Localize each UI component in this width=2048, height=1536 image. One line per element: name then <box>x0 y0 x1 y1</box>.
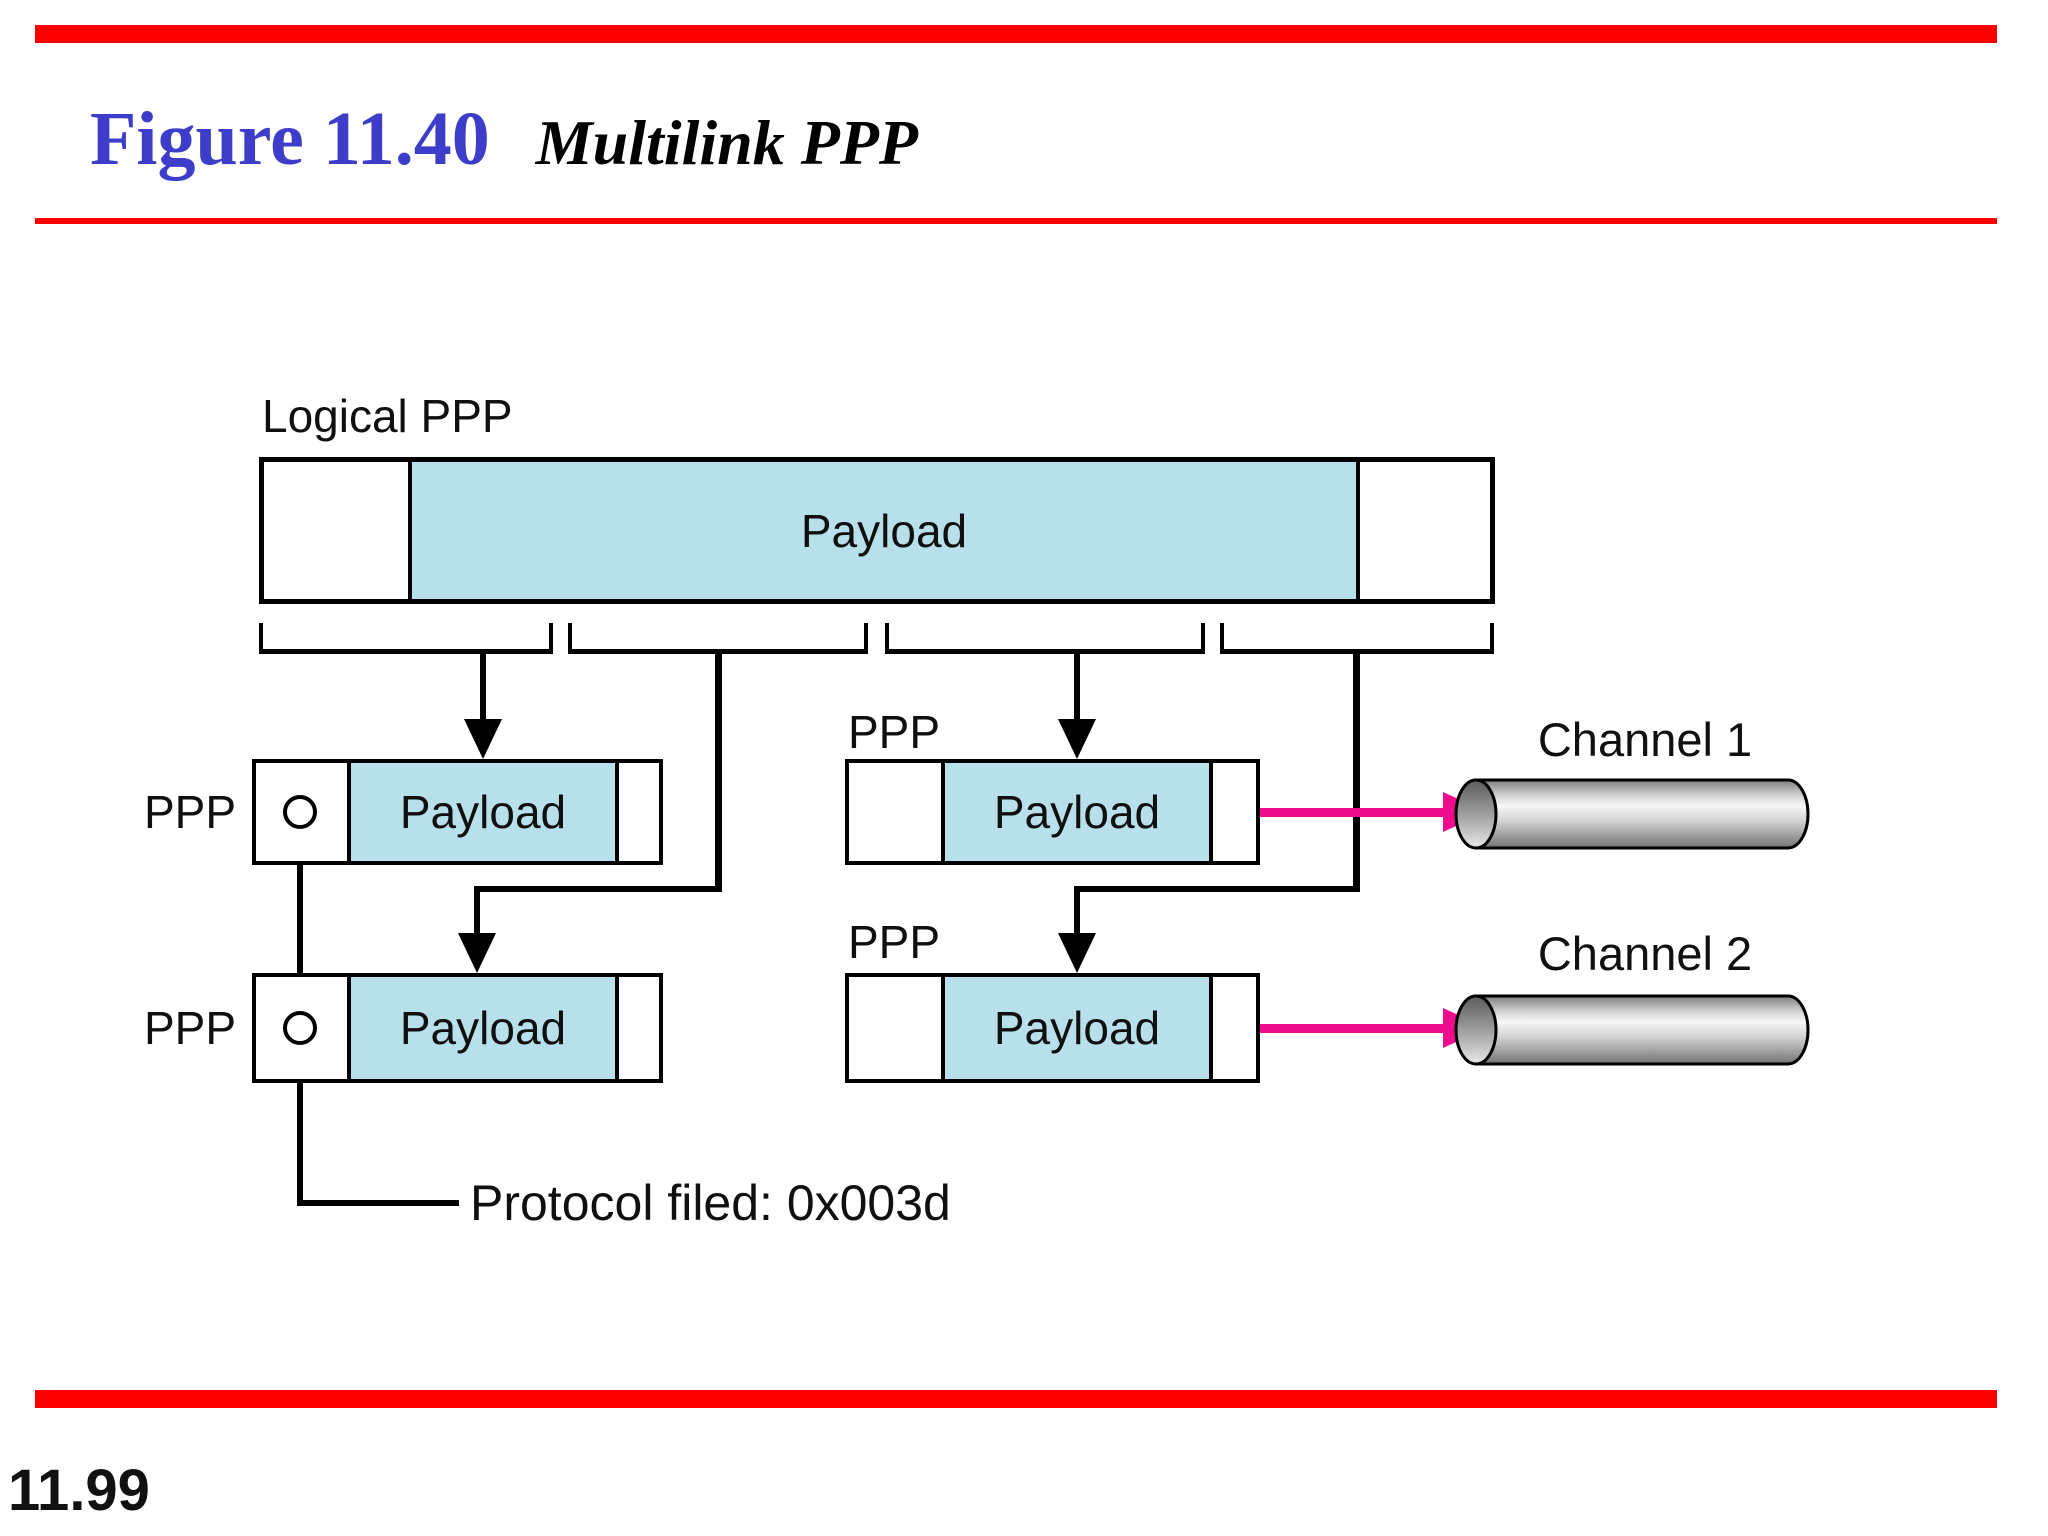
split-arrowhead-2-icon <box>458 933 496 973</box>
payload-label: Payload <box>993 1002 1161 1054</box>
split-arrowhead-3-icon <box>1058 719 1096 759</box>
split-line-2-horizontal <box>474 886 722 892</box>
fragment-bracket-2 <box>568 623 868 654</box>
channel-1-cylinder-icon <box>1454 778 1810 850</box>
channel-2-cylinder-icon <box>1454 994 1810 1066</box>
protocol-field-note: Protocol filed: 0x003d <box>470 1175 951 1231</box>
ppp-frame-left-top-payload: Payload <box>347 763 619 861</box>
page-number: 11.99 <box>8 1458 150 1523</box>
ppp-frame-left-bottom: Payload <box>252 973 663 1083</box>
split-line-2-vertical <box>715 652 722 892</box>
split-line-1 <box>480 652 486 726</box>
fragment-bracket-1 <box>259 623 553 654</box>
ppp-frame-left-bottom-trailer-field <box>619 977 659 1079</box>
protocol-circle-2-icon <box>283 1011 317 1045</box>
fragment-bracket-4 <box>1220 623 1494 654</box>
split-line-2-drop <box>474 886 480 938</box>
slide-title-row: Figure 11.40 Multilink PPP <box>90 96 918 183</box>
split-line-3 <box>1074 652 1080 726</box>
channel-1-link-line <box>1260 808 1445 817</box>
figure-number: Figure 11.40 <box>90 97 490 181</box>
split-line-4-horizontal <box>1074 886 1360 892</box>
ppp-frame-right-bottom-payload: Payload <box>941 977 1213 1079</box>
ppp-label-right-top: PPP <box>848 706 941 758</box>
top-rule <box>35 25 1997 43</box>
title-underline-rule <box>35 218 1997 224</box>
channel-2-link-line <box>1260 1024 1445 1033</box>
figure-title: Multilink PPP <box>535 107 918 178</box>
protocol-circle-1-icon <box>283 795 317 829</box>
ppp-frame-right-top-header-field <box>849 763 941 861</box>
ppp-label-left-bottom: PPP <box>143 1002 236 1054</box>
ppp-frame-right-top: Payload <box>845 759 1260 865</box>
fragment-bracket-3 <box>885 623 1205 654</box>
payload-label: Payload <box>993 786 1161 838</box>
ppp-label-right-bottom: PPP <box>848 916 941 968</box>
channel-1-label: Channel 1 <box>1537 713 1753 766</box>
protocol-pointer-horizontal <box>297 1200 459 1206</box>
ppp-frame-right-top-trailer-field <box>1213 763 1256 861</box>
split-arrowhead-4-icon <box>1058 933 1096 973</box>
split-line-4-vertical <box>1353 652 1360 892</box>
ppp-frame-right-bottom-header-field <box>849 977 941 1079</box>
logical-frame-header-field <box>264 462 408 599</box>
ppp-label-left-top: PPP <box>143 786 236 838</box>
ppp-frame-right-top-payload: Payload <box>941 763 1213 861</box>
ppp-frame-right-bottom-trailer-field <box>1213 977 1256 1079</box>
logical-frame-payload-field: Payload <box>408 462 1360 599</box>
split-line-4-drop <box>1074 886 1080 938</box>
logical-payload-label: Payload <box>800 504 968 557</box>
split-arrowhead-1-icon <box>464 719 502 759</box>
payload-label: Payload <box>399 1002 567 1054</box>
ppp-frame-left-top: Payload <box>252 759 663 865</box>
ppp-frame-left-top-trailer-field <box>619 763 659 861</box>
ppp-frame-right-bottom: Payload <box>845 973 1260 1083</box>
ppp-frame-left-bottom-payload: Payload <box>347 977 619 1079</box>
logical-ppp-frame: Payload <box>259 457 1495 604</box>
bottom-rule <box>35 1390 1997 1408</box>
payload-label: Payload <box>399 786 567 838</box>
logical-frame-trailer-field <box>1360 462 1490 599</box>
logical-ppp-label: Logical PPP <box>262 390 513 442</box>
channel-2-label: Channel 2 <box>1537 927 1753 980</box>
